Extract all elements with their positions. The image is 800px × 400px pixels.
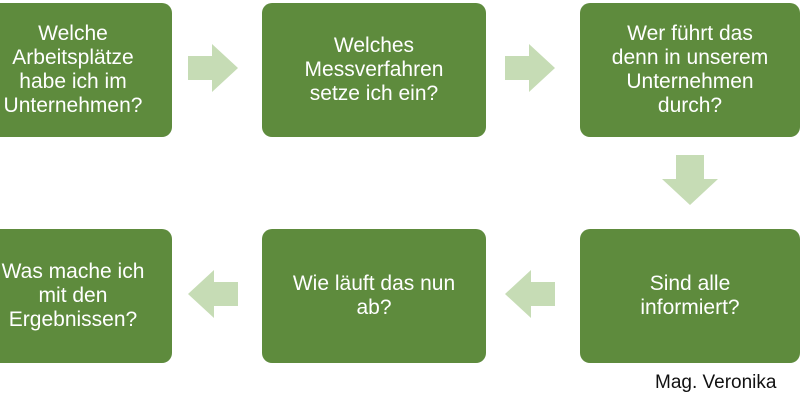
flow-box-text: Was mache ich mit den Ergebnissen? — [1, 260, 145, 331]
arrow-right-icon — [188, 44, 238, 92]
flow-box-procedure: Wie läuft das nun ab? — [262, 229, 486, 363]
flow-box-responsible: Wer führt das denn in unserem Unternehme… — [580, 3, 800, 137]
flow-box-text: Wie läuft das nun ab? — [292, 272, 456, 319]
flow-box-text: Sind alle informiert? — [640, 272, 740, 319]
arrow-down-icon — [662, 155, 718, 205]
arrow-right-icon — [505, 44, 555, 92]
arrow-left-icon — [188, 270, 238, 318]
flow-box-results: Was mache ich mit den Ergebnissen? — [0, 229, 172, 363]
flow-box-text: Welches Messverfahren setze ich ein? — [304, 34, 444, 105]
flow-box-workplaces: Welche Arbeitsplätze habe ich im Unterne… — [0, 3, 172, 137]
flow-box-text: Welche Arbeitsplätze habe ich im Unterne… — [3, 22, 143, 117]
flow-box-informed: Sind alle informiert? — [580, 229, 800, 363]
author-credit: Mag. Veronika — [655, 372, 777, 393]
flow-box-measurement: Welches Messverfahren setze ich ein? — [262, 3, 486, 137]
arrow-left-icon — [505, 270, 555, 318]
flow-box-text: Wer führt das denn in unserem Unternehme… — [611, 22, 769, 117]
